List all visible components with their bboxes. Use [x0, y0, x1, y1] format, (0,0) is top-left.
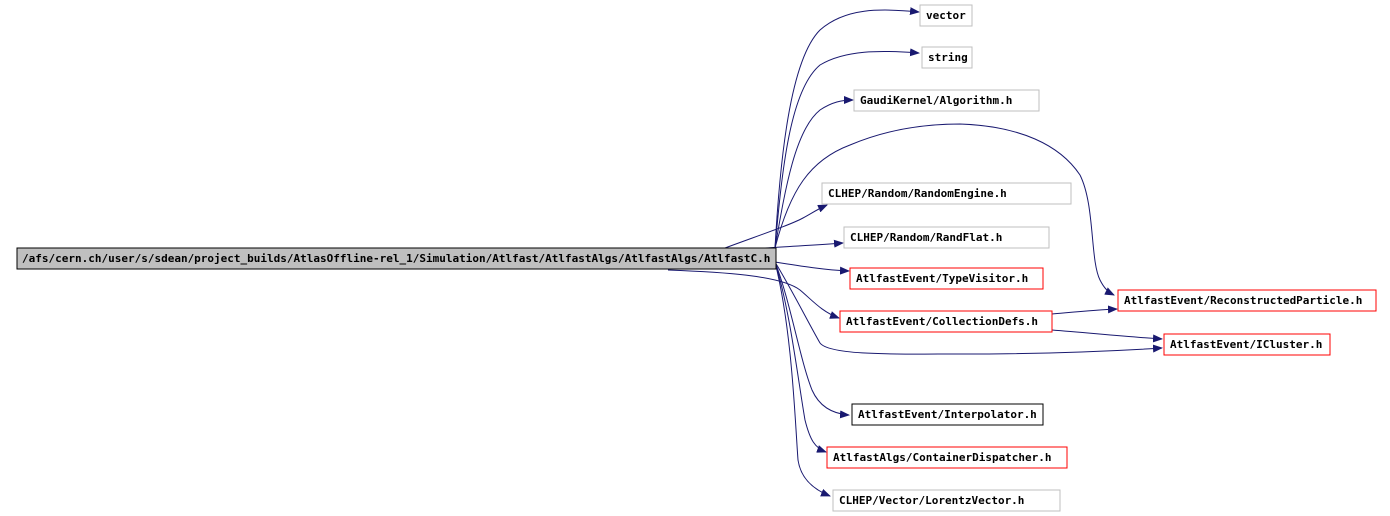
- node-box: [832, 489, 1061, 512]
- node-box: [826, 446, 1068, 469]
- node-box: [839, 310, 1053, 333]
- node-lorentz-vector[interactable]: CLHEP/Vector/LorentzVector.h: [832, 489, 1061, 512]
- node-label: AtlfastEvent/CollectionDefs.h: [846, 315, 1038, 328]
- edge-to-clhep-random-engine: [724, 204, 828, 249]
- node-label: AtlfastEvent/TypeVisitor.h: [856, 272, 1028, 285]
- node-type-visitor[interactable]: AtlfastEvent/TypeVisitor.h: [849, 267, 1044, 290]
- edge-to-container-dispatcher: [774, 261, 827, 453]
- node-box: [919, 4, 973, 27]
- node-interpolator[interactable]: AtlfastEvent/Interpolator.h: [851, 403, 1044, 426]
- edge-to-icluster-from-root: [774, 261, 1163, 355]
- node-label: vector: [926, 9, 966, 22]
- edge-to-interpolator: [774, 261, 850, 419]
- node-box: [853, 89, 1040, 112]
- edge-to-collection-defs: [667, 269, 840, 319]
- edge-to-lorentz-vector: [774, 261, 831, 497]
- node-label: CLHEP/Random/RandFlat.h: [850, 231, 1002, 244]
- edge-to-vector: [774, 7, 920, 249]
- node-label: AtlfastEvent/ReconstructedParticle.h: [1124, 294, 1362, 307]
- node-string[interactable]: string: [921, 46, 973, 69]
- node-clhep-rand-flat[interactable]: CLHEP/Random/RandFlat.h: [843, 226, 1050, 249]
- node-box: [921, 46, 973, 69]
- node-box: [1117, 289, 1377, 312]
- node-collection-defs[interactable]: AtlfastEvent/CollectionDefs.h: [839, 310, 1053, 333]
- node-clhep-random-engine[interactable]: CLHEP/Random/RandomEngine.h: [821, 182, 1072, 205]
- node-label: AtlfastAlgs/ContainerDispatcher.h: [833, 451, 1052, 464]
- root-box: [16, 247, 777, 270]
- edges: [667, 7, 1163, 497]
- node-reconstructed-particle[interactable]: AtlfastEvent/ReconstructedParticle.h: [1117, 289, 1377, 312]
- edge-to-clhep-rand-flat: [764, 239, 844, 249]
- node-box: [843, 226, 1050, 249]
- root-label: /afs/cern.ch/user/s/sdean/project_builds…: [22, 252, 770, 265]
- node-box: [849, 267, 1044, 290]
- node-box: [821, 182, 1072, 205]
- node-root[interactable]: /afs/cern.ch/user/s/sdean/project_builds…: [16, 247, 777, 270]
- node-label: AtlfastEvent/Interpolator.h: [858, 408, 1037, 421]
- node-label: CLHEP/Random/RandomEngine.h: [828, 187, 1007, 200]
- node-box: [851, 403, 1044, 426]
- node-box: [1163, 333, 1331, 356]
- node-gaudi-algorithm[interactable]: GaudiKernel/Algorithm.h: [853, 89, 1040, 112]
- edge-collection-defs-to-reconstructed-particle: [1051, 305, 1118, 315]
- node-label: GaudiKernel/Algorithm.h: [860, 94, 1012, 107]
- edge-collection-defs-to-icluster: [1051, 329, 1163, 343]
- edge-to-string: [774, 48, 920, 249]
- node-label: string: [928, 51, 968, 64]
- node-label: AtlfastEvent/ICluster.h: [1170, 338, 1322, 351]
- node-container-dispatcher[interactable]: AtlfastAlgs/ContainerDispatcher.h: [826, 446, 1068, 469]
- node-label: CLHEP/Vector/LorentzVector.h: [839, 494, 1024, 507]
- edge-to-gaudi-algorithm: [774, 96, 854, 249]
- node-icluster[interactable]: AtlfastEvent/ICluster.h: [1163, 333, 1331, 356]
- edge-to-type-visitor: [774, 261, 850, 275]
- node-vector[interactable]: vector: [919, 4, 973, 27]
- edge-to-reconstructed-particle-top: [774, 123, 1115, 296]
